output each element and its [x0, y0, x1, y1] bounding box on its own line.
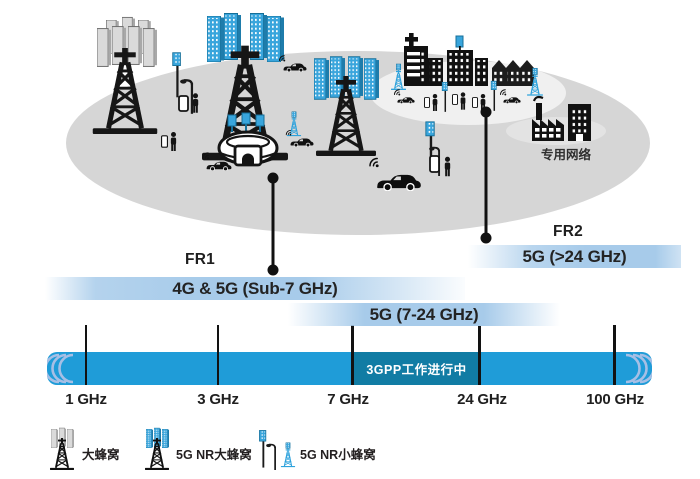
- tick-label-24ghz: 24 GHz: [457, 391, 507, 408]
- 5g-small-tower-icon: [527, 68, 543, 96]
- spectrum-bar: 3GPP工作进行中: [47, 352, 652, 385]
- legend-label-macro-cell: 大蜂窝: [82, 448, 120, 462]
- tick-label-7ghz: 7 GHz: [327, 391, 369, 408]
- stadium: [217, 112, 279, 167]
- legend-label-5g-nr-small-cell: 5G NR小蜂窝: [300, 448, 376, 462]
- fr1-label: FR1: [185, 251, 215, 268]
- spectrum-bar-active-segment: 3GPP工作进行中: [353, 352, 480, 385]
- 5g-nr-macro-tower: [202, 12, 288, 161]
- fr1-callout-line: [267, 172, 279, 276]
- connected-cars: [202, 55, 451, 191]
- macro-cell-tower-icon: [48, 427, 76, 470]
- tick-label-3ghz: 3 GHz: [197, 391, 239, 408]
- tick-24ghz: [478, 325, 481, 385]
- tick-label-100ghz: 100 GHz: [586, 391, 644, 408]
- private-network-ellipse: [506, 117, 606, 145]
- tick-1ghz: [84, 325, 88, 385]
- tick-label-1ghz: 1 GHz: [65, 391, 107, 408]
- city-area-ellipse: [370, 61, 566, 125]
- city-buildings: [391, 33, 543, 112]
- private-network-label: 专用网络: [541, 147, 592, 162]
- 5g-nr-tower-secondary: [314, 56, 379, 156]
- 5g-small-tower-icon: [391, 64, 406, 90]
- tick-100ghz: [613, 325, 616, 385]
- mid-band: 5G (7-24 GHz): [288, 303, 560, 326]
- spectrum-bar-ripples: [47, 353, 652, 384]
- 5g-nr-small-cell-icon: [259, 430, 298, 470]
- fr2-callout-line: [480, 106, 492, 244]
- 3gpp-working-note: 3GPP工作进行中: [366, 363, 467, 377]
- tick-7ghz: [351, 325, 354, 385]
- 5g-small-tower-icon: [287, 112, 301, 136]
- coverage-area-ellipse: [66, 51, 650, 235]
- tick-3ghz: [216, 325, 220, 385]
- street-left: [161, 52, 199, 151]
- fr1-band: 4G & 5G (Sub-7 GHz): [45, 277, 465, 300]
- private-network-site: 专用网络: [532, 95, 592, 162]
- 5g-nr-macro-cell-tower-icon: [143, 427, 171, 470]
- fr2-band: 5G (>24 GHz): [468, 245, 681, 268]
- 4g-macro-tower: [93, 16, 158, 134]
- legend-label-5g-nr-macro-cell: 5G NR大蜂窝: [176, 448, 252, 462]
- fr2-label: FR2: [553, 223, 583, 240]
